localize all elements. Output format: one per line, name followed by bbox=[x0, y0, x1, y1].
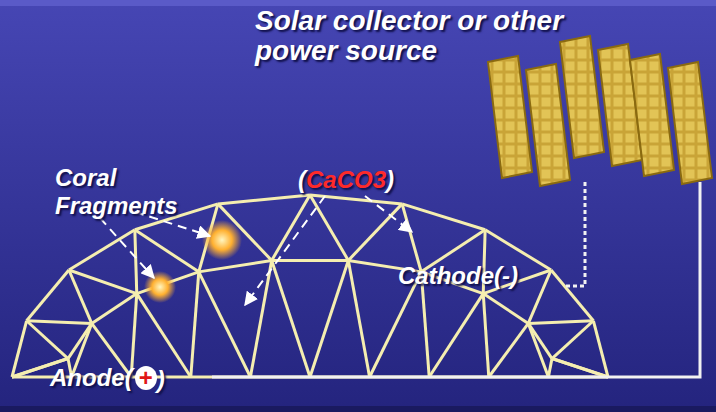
coral-fragment bbox=[144, 271, 176, 303]
frame-bar bbox=[348, 204, 402, 261]
frame-bar bbox=[310, 260, 348, 377]
cathode-wire bbox=[566, 182, 585, 286]
paren: ) bbox=[386, 166, 394, 194]
frame-bar bbox=[137, 294, 191, 377]
frame-bar bbox=[135, 230, 199, 272]
frame-bar bbox=[191, 272, 199, 377]
frame-bar bbox=[199, 260, 272, 271]
frame-bar bbox=[483, 294, 489, 377]
frame-bar bbox=[69, 230, 135, 270]
frame-bar bbox=[348, 260, 369, 377]
frame-bar bbox=[27, 321, 68, 359]
power-wires bbox=[212, 182, 700, 377]
frame-bar bbox=[528, 321, 593, 324]
frame-bar bbox=[528, 270, 551, 323]
frame-bar bbox=[552, 359, 608, 377]
frame-bar bbox=[272, 195, 310, 260]
frame-bar bbox=[552, 321, 593, 359]
coral-fragment bbox=[202, 220, 242, 260]
frame-bar bbox=[199, 272, 251, 377]
leader-line bbox=[245, 196, 325, 305]
frame-bar bbox=[250, 260, 271, 377]
frame-bar bbox=[489, 323, 528, 377]
frame-bar bbox=[483, 294, 528, 324]
coral-label: Coral Fragments bbox=[55, 164, 225, 220]
frame-bar bbox=[310, 195, 348, 260]
plus-sign: + bbox=[135, 366, 157, 390]
leader-line bbox=[365, 196, 412, 232]
paren: ) bbox=[157, 366, 165, 394]
frame-bar bbox=[402, 204, 485, 230]
solar-panel bbox=[526, 64, 570, 186]
anode-label: Anode( bbox=[50, 364, 133, 392]
solar-panel bbox=[560, 36, 604, 158]
frame-bar bbox=[12, 321, 27, 377]
frame-bar bbox=[27, 270, 69, 321]
frame-bar bbox=[528, 323, 548, 377]
frame-bar bbox=[272, 259, 349, 262]
frame-bar bbox=[552, 359, 608, 377]
dome-frame-cathode bbox=[12, 195, 608, 377]
compound-label: CaCO3 bbox=[306, 166, 386, 194]
frame-bar bbox=[548, 359, 552, 377]
frame-bar bbox=[593, 321, 608, 377]
leader-line bbox=[100, 218, 154, 278]
frame-bar bbox=[218, 195, 310, 204]
solar-panel bbox=[630, 54, 674, 176]
solar-panel bbox=[488, 56, 532, 178]
paren: ( bbox=[298, 166, 306, 194]
frame-bar bbox=[272, 260, 310, 377]
frame-bar bbox=[92, 294, 137, 324]
frame-bar bbox=[69, 270, 137, 294]
frame-bar bbox=[135, 230, 137, 294]
frame-bar bbox=[402, 204, 421, 272]
solar-panels bbox=[488, 36, 712, 186]
cathode-label: Cathode(-) bbox=[398, 262, 518, 290]
anode-wire bbox=[212, 182, 700, 377]
frame-bar bbox=[27, 321, 92, 324]
frame-bar bbox=[429, 294, 483, 377]
frame-bar bbox=[551, 270, 593, 321]
solar-panel bbox=[668, 62, 712, 184]
bottom-band bbox=[0, 406, 716, 412]
power-source-label: Solar collector or other power source bbox=[255, 6, 585, 66]
